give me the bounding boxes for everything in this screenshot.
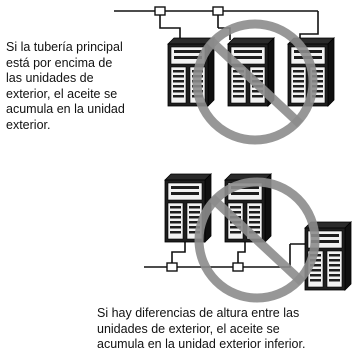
- caption-top-line: exterior, el aceite se: [6, 86, 118, 101]
- prohibition-icon: [192, 19, 318, 145]
- caption-top-line: Si la tubería principal: [6, 40, 123, 54]
- prohibition-icon: [194, 177, 320, 303]
- caption-top-line: acumula en la unidad: [6, 102, 125, 116]
- caption-bottom-line: unidades de exterior, el aceite se: [97, 321, 280, 336]
- caption-bottom: Si hay diferencias de altura entre las u…: [97, 306, 355, 353]
- caption-top: Si la tubería principal está por encima …: [6, 40, 156, 133]
- caption-top-line: las unidades de: [6, 71, 94, 85]
- caption-bottom-line: Si hay diferencias de altura entre las: [97, 306, 300, 320]
- caption-bottom-line: acumula en la unidad exterior inferior.: [97, 337, 306, 351]
- tee-joint-icon: [154, 6, 166, 16]
- top-diagram: [114, 6, 335, 145]
- tee-joint-icon: [166, 262, 178, 272]
- caption-top-line: está por encima de: [6, 55, 113, 70]
- bottom-diagram: [144, 173, 352, 303]
- tee-joint-icon: [212, 6, 224, 16]
- caption-top-line: exterior.: [6, 117, 51, 132]
- tee-joint-icon: [232, 262, 244, 272]
